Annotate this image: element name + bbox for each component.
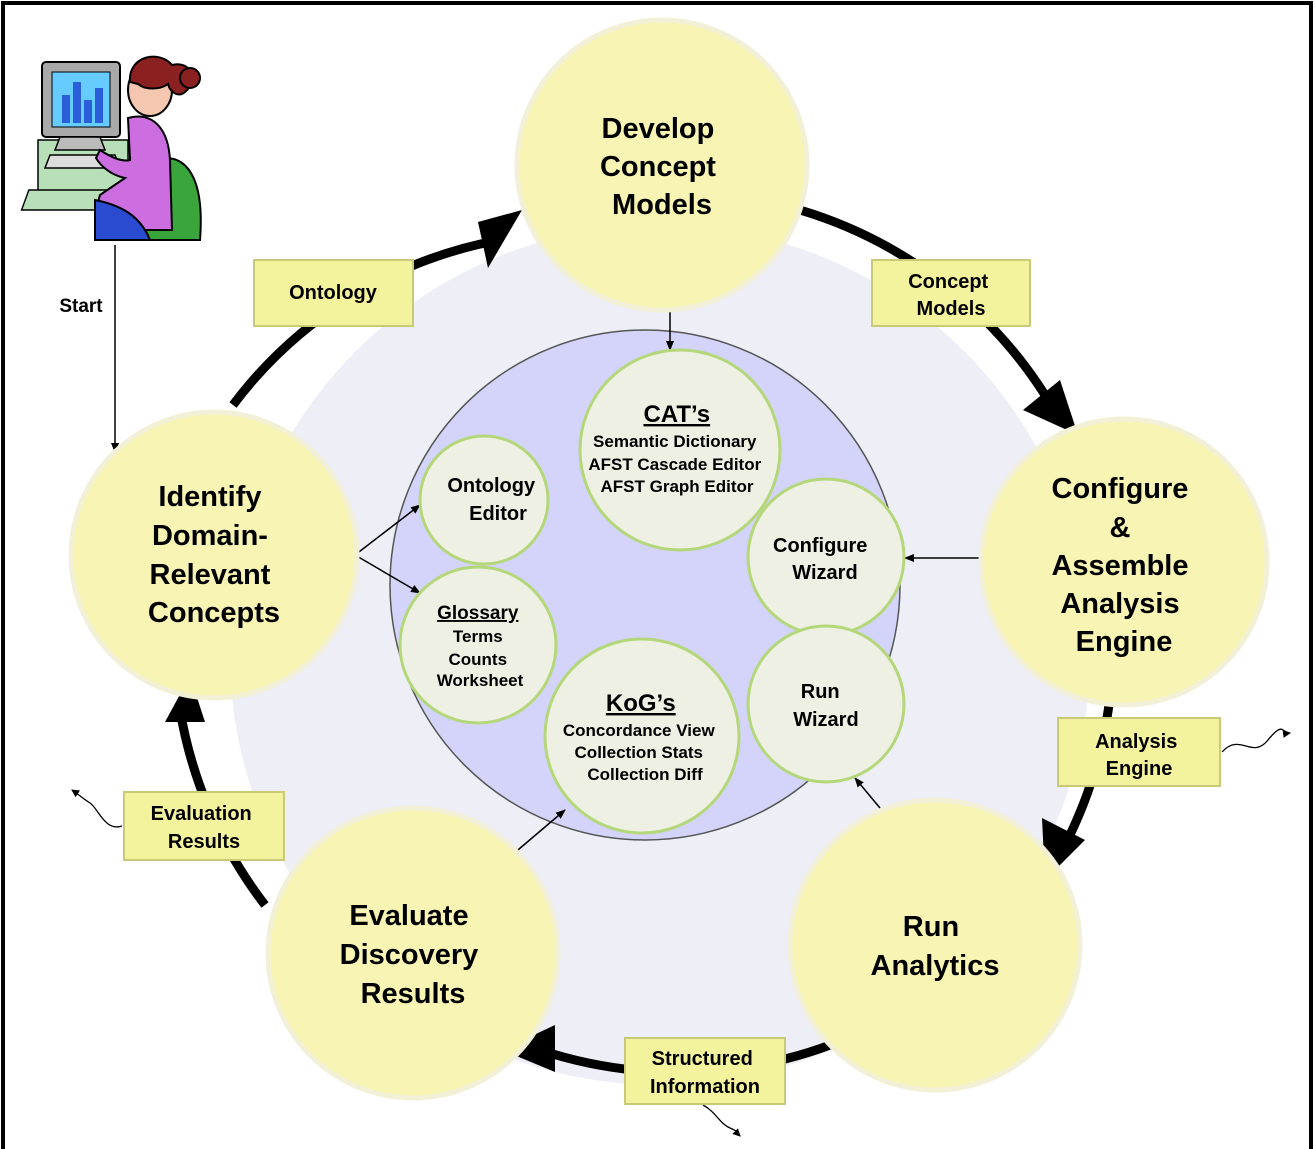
stage-circles: [68, 17, 1270, 1101]
run-to-wizard-arrow: [854, 777, 881, 809]
squiggle-analysis-engine: [1221, 728, 1291, 753]
stage-evaluate-label: Evaluate Discovery Results: [340, 900, 487, 1010]
stage-identify-label: Identify Domain- Relevant Concepts: [148, 481, 280, 629]
cycle-arrowheads: [165, 210, 1085, 1072]
stage-run-circle: [787, 797, 1083, 1093]
output-squiggles: [71, 728, 1291, 1137]
squiggle-structured-information: [702, 1104, 741, 1137]
tool-run-wizard-label: Run Wizard: [793, 681, 858, 731]
user-at-computer-icon: [20, 55, 202, 241]
tool-kogs-circle: [543, 637, 741, 835]
stage-develop-circle: [514, 17, 810, 313]
artifact-boxes: [123, 259, 1221, 1105]
stage-configure-label: Configure & Assemble Analysis Engine: [1051, 473, 1196, 658]
tool-run-wizard-circle: [746, 624, 906, 784]
tool-circles: [398, 348, 906, 835]
tool-glossary-label: Glossary Terms Counts Worksheet: [437, 603, 524, 690]
artifact-evaluation-results-box: [123, 791, 285, 861]
arrowhead-to-configure: [1023, 380, 1078, 435]
stage-run-label: Run Analytics: [871, 911, 1000, 982]
arrowhead-to-identify: [165, 676, 205, 722]
artifact-analysis-engine-label: Analysis Engine: [1095, 731, 1183, 780]
stage-configure-circle: [978, 416, 1270, 708]
evaluate-to-kogs-arrow: [511, 809, 566, 856]
arrowhead-to-evaluate: [502, 1025, 555, 1072]
artifact-structured-information-label: Structured Information: [650, 1048, 760, 1098]
artifact-evaluation-results-label: Evaluation Results: [151, 803, 258, 853]
arrowhead-to-develop: [478, 210, 522, 268]
tool-ontology-editor-circle: [418, 434, 550, 566]
artifact-structured-information-box: [624, 1037, 786, 1105]
squiggle-evaluation-results: [71, 789, 123, 828]
tool-cats-circle: [578, 348, 782, 552]
artifact-ontology-label: Ontology: [289, 282, 378, 304]
identify-to-glossary-arrow: [354, 554, 421, 594]
connectors: [111, 245, 982, 856]
artifact-analysis-engine-box: [1057, 717, 1221, 787]
start-label: Start: [59, 296, 103, 317]
tool-ontology-editor-label: Ontology Editor: [447, 475, 540, 525]
tool-glossary-circle: [398, 565, 558, 725]
stage-evaluate-circle: [265, 805, 561, 1101]
stage-develop-label: Develop Concept Models: [600, 113, 724, 221]
tool-configure-wizard-circle: [746, 477, 906, 637]
artifact-concept-models-box: [871, 259, 1031, 327]
tool-configure-wizard-label: Configure Wizard: [773, 535, 873, 584]
stage-identify-circle: [68, 409, 360, 701]
tool-cats-label: CAT’s Semantic Dictionary AFST Cascade E…: [588, 401, 765, 496]
artifact-concept-models-label: Concept Models: [908, 271, 994, 320]
tool-kogs-label: KoG’s Concordance View Collection Stats …: [563, 690, 719, 784]
artifact-ontology-box: [253, 259, 414, 327]
identify-to-ontology-editor-arrow: [354, 504, 421, 556]
